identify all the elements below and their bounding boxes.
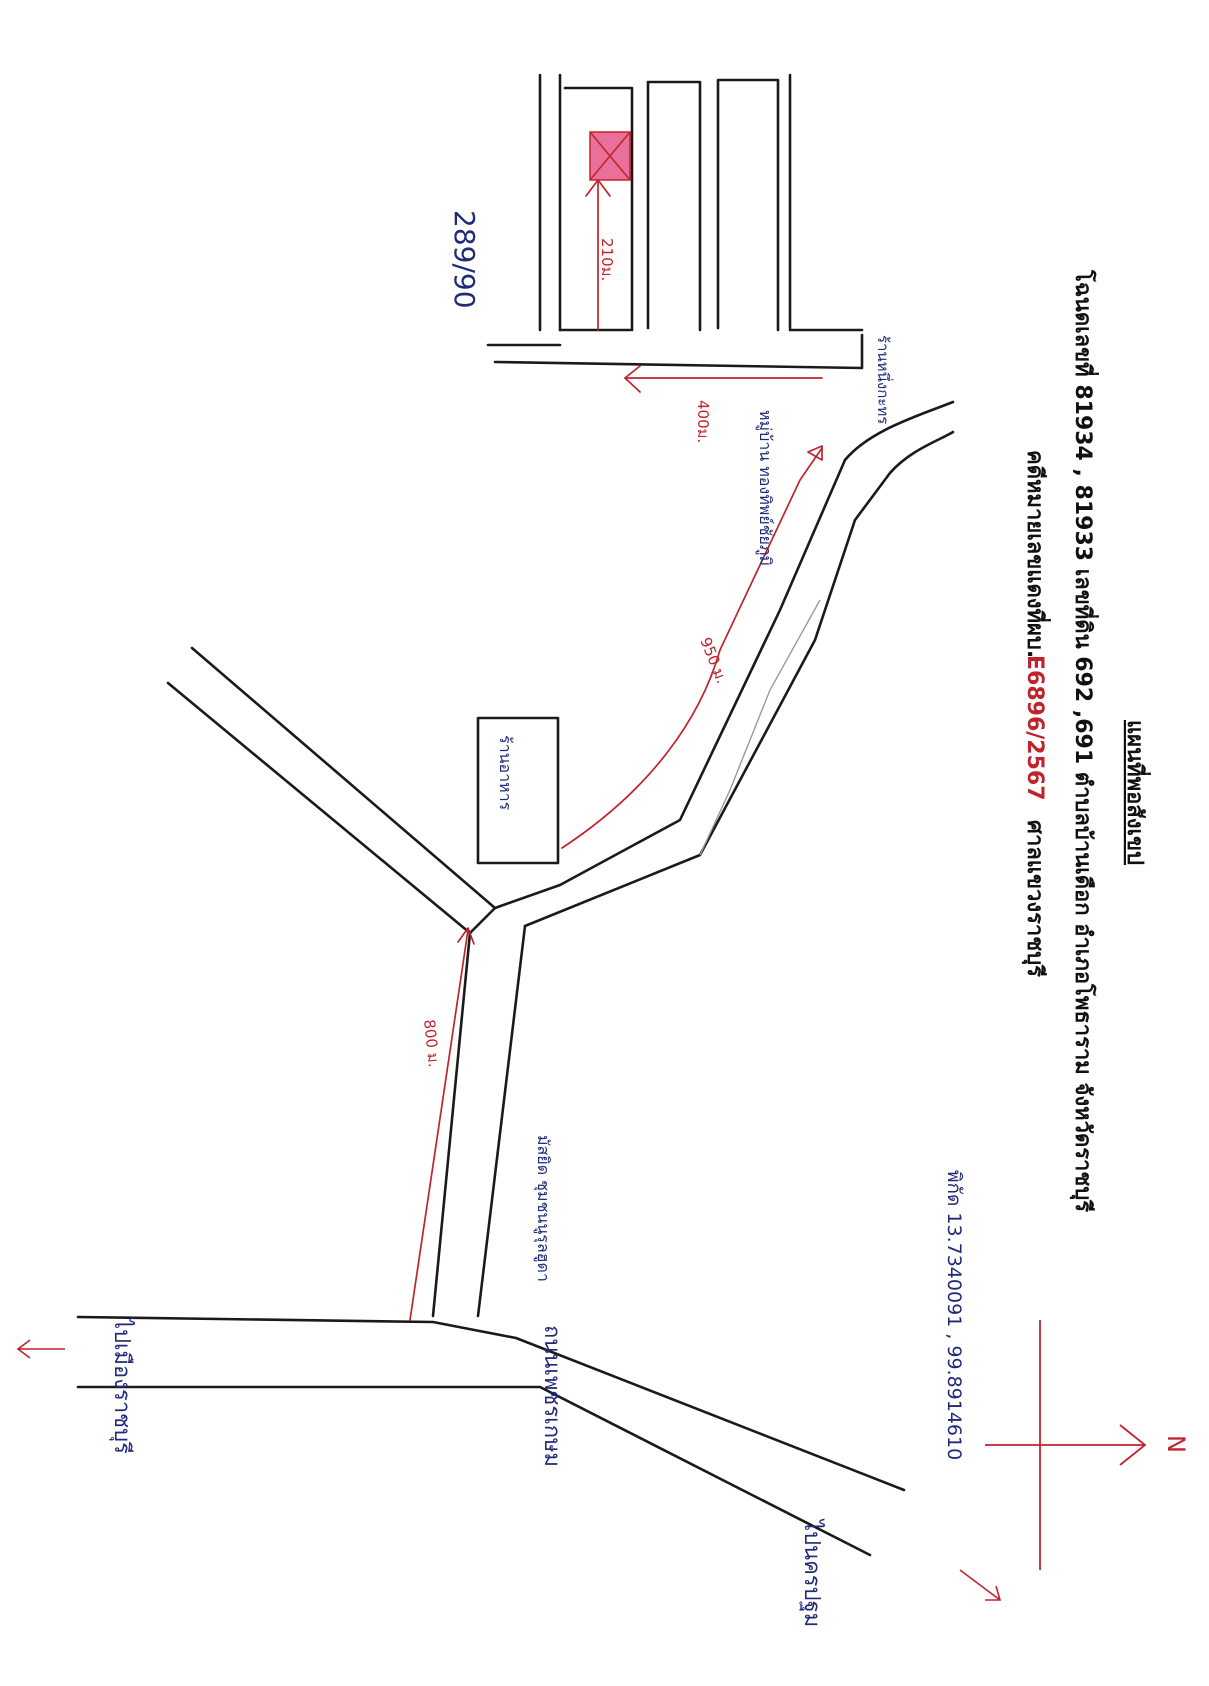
svg-text:210ม.: 210ม. (598, 238, 616, 281)
village-block-1 (563, 86, 634, 332)
mosque-label: มัสยิด ชุมชนนูรุลฮูดา (533, 1135, 553, 1282)
svg-text:289/90: 289/90 (448, 210, 481, 309)
deed-line: โฉนดเลขที่ 81934 , 81933 เลขที่ดิน 692 ,… (1069, 269, 1100, 1212)
target-property-marker (589, 131, 631, 181)
to-nakhon-pathom-label: ไปนครปฐม (799, 1518, 825, 1627)
route-segment-800 (409, 929, 469, 1321)
svg-text:ร้านอาหาร: ร้านอาหาร (496, 735, 515, 811)
village-block-3 (716, 78, 780, 332)
highway-edge-top (76, 1315, 906, 1492)
route-arrow-950 (807, 445, 823, 461)
case-prefix: คดีหมายเลขแดงที่ผบ. (1022, 450, 1052, 658)
svg-text:พิกัด 13.7340091 , 99.8914610: พิกัด 13.7340091 , 99.8914610 (943, 1170, 965, 1460)
village-main-road-bottom (493, 333, 864, 370)
village-road-shadow (699, 599, 821, 856)
svg-text:400ม.: 400ม. (694, 400, 712, 443)
arrow-to-ratchaburi-icon (16, 1339, 65, 1359)
house-number-label: 289/90 (448, 210, 481, 309)
village-road-edge-1 (493, 458, 847, 910)
branch-road-right (476, 924, 527, 1318)
map-header: แผนที่พอสังเขป โฉนดเลขที่ 81934 , 81933 … (1021, 269, 1152, 1212)
route (409, 179, 823, 1321)
svg-text:ไปนครปฐม: ไปนครปฐม (799, 1518, 825, 1627)
svg-text:N: N (1162, 1435, 1190, 1453)
highway-edge-bottom (76, 1385, 872, 1557)
court-name: ศาลแขวงราชบุรี (1021, 820, 1047, 977)
svg-text:หมู่บ้าน ทองทิพย์ชัยภูมิ: หมู่บ้าน ทองทิพย์ชัยภูมิ (755, 410, 775, 566)
svg-text:ร้านหนึ่งกะทร: ร้านหนึ่งกะทร (874, 335, 894, 424)
svg-text:950 ม.: 950 ม. (696, 635, 731, 686)
distance-950-label: 950 ม. (696, 635, 731, 686)
distance-400-label: 400ม. (694, 400, 712, 443)
svg-text:มัสยิด ชุมชนนูรุลฮูดา: มัสยิด ชุมชนนูรุลฮูดา (533, 1135, 553, 1282)
village-name-label: หมู่บ้าน ทองทิพย์ชัยภูมิ (755, 410, 775, 566)
to-ratchaburi-label: ไปเมืองราชบุรี (109, 1316, 135, 1454)
north-label: N (1162, 1435, 1190, 1453)
village-entrance-curve-2 (888, 430, 955, 475)
nw-road-edge-1 (190, 646, 497, 910)
map-title: แผนที่พอสังเขป (1122, 720, 1152, 865)
road-name-label: ถนนเพชรเกษม (539, 1325, 564, 1467)
route-arrow-800 (457, 927, 475, 945)
route-arrow-210 (585, 179, 611, 197)
shop-building (476, 716, 560, 865)
nw-road-edge-2 (166, 681, 472, 935)
svg-text:800 ม.: 800 ม. (420, 1019, 443, 1069)
case-number: E6896/2567 (1022, 655, 1047, 801)
roads (76, 73, 955, 1557)
village-entrance-curve (843, 400, 955, 462)
shop-label: ร้านอาหาร (496, 735, 515, 811)
svg-text:ไปเมืองราชบุรี: ไปเมืองราชบุรี (109, 1316, 135, 1454)
north-arrow-icon (985, 1320, 1147, 1570)
svg-text:ถนนเพชรเกษม: ถนนเพชรเกษม (539, 1325, 564, 1467)
distance-800-label: 800 ม. (420, 1019, 443, 1069)
village-block-2 (646, 80, 702, 332)
arrow-to-nakhon-pathom-icon (959, 1569, 1002, 1601)
village-road-edge-2 (523, 471, 892, 928)
distance-210-label: 210ม. (598, 238, 616, 281)
route-arrow-400 (624, 365, 641, 393)
coordinates-label: พิกัด 13.7340091 , 99.8914610 (943, 1170, 965, 1460)
corner-shop-label: ร้านหนึ่งกะทร (874, 335, 894, 424)
route-segment-950 (561, 447, 823, 849)
